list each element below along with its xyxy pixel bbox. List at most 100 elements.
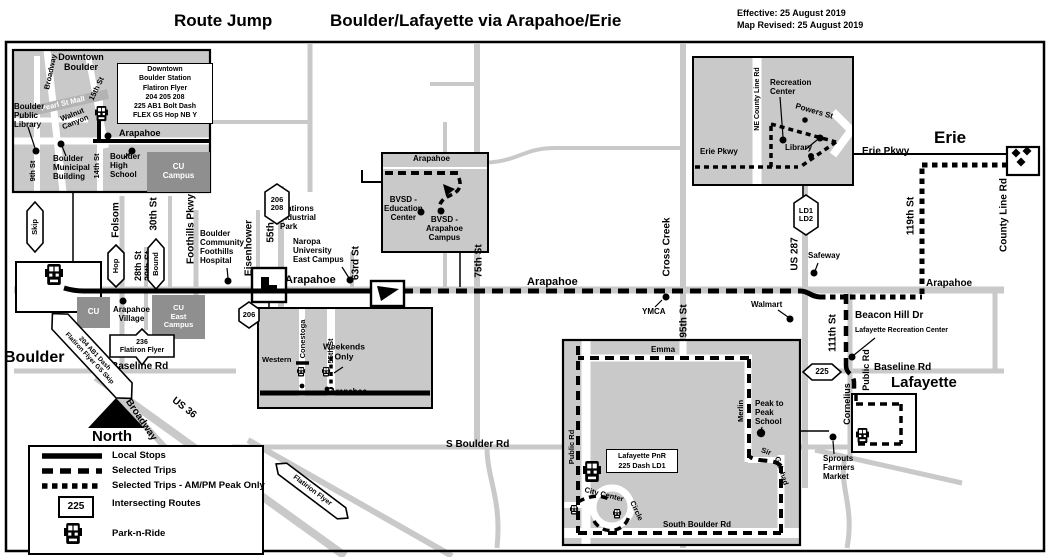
street-arapahoe-weekends: Arapahoe <box>330 387 367 396</box>
erie-inset <box>692 56 857 186</box>
cu-campus-block: CU Campus <box>147 152 210 192</box>
cu-east-campus-block: CU East Campus <box>152 295 205 339</box>
cu-east-campus-label: CU East Campus <box>163 303 194 330</box>
street-us-287: US 287 <box>789 237 801 271</box>
city-lafayette: Lafayette <box>891 374 957 391</box>
55th-station-box <box>250 266 288 304</box>
street-erie-pkwy-inset: Erie Pkwy <box>700 147 738 156</box>
badge-hop: Hop <box>107 244 125 288</box>
street-conestoga: Conestoga <box>297 319 307 359</box>
badge-bound: Bound <box>147 238 165 290</box>
street-arapahoe-bvsd: Arapahoe <box>413 154 450 163</box>
street-30th-st: 30th St <box>148 197 160 231</box>
cu-block: CU <box>77 297 110 328</box>
street-western: Western <box>262 355 292 364</box>
badge-flatiron-flyer-diagonal: Flatirion Flyer <box>270 457 353 525</box>
weekends-icon-2 <box>322 367 331 377</box>
bvsd-inset <box>381 152 489 253</box>
poi-boulder-municipal: Boulder Municipal Building <box>53 154 90 181</box>
north-arrow-icon <box>88 398 144 428</box>
map-title-route: Route Jump <box>174 11 273 30</box>
city-erie: Erie <box>934 128 967 147</box>
lafayette-inset <box>561 338 802 547</box>
legend-225-badge: 225 <box>58 496 94 518</box>
effective-date: Effective: 25 August 2019 <box>737 8 846 18</box>
downtown-station-box: Downtown Boulder Station Flatiron Flyer … <box>117 63 213 124</box>
poi-boulder-public-library: Boulder Public Library <box>14 102 45 129</box>
north-label: North <box>92 428 132 445</box>
legend-item-local-stops: Local Stops <box>112 450 166 461</box>
legend-pnr-icon <box>64 523 82 544</box>
street-cross-creek: Cross Creek <box>661 217 673 277</box>
street-arapahoe-2: Arapahoe <box>527 276 578 288</box>
street-merlin: Merlin <box>735 399 745 423</box>
street-folsom: Folsom <box>110 202 122 238</box>
legend-swatch-selected <box>42 468 102 474</box>
street-beacon-hill-dr: Beacon Hill Dr <box>855 310 924 321</box>
lafayette-pnr-icon <box>583 461 601 482</box>
legend-item-intersecting: Intersecting Routes <box>112 498 201 509</box>
poi-walmart: Walmart <box>751 300 783 309</box>
downtown-station-icon <box>95 106 108 122</box>
street-119th-st: 119th St <box>905 196 917 236</box>
poi-library: Library <box>785 143 813 152</box>
street-public-rd-inset: Public Rd <box>566 429 576 465</box>
legend-swatch-peak <box>42 483 102 489</box>
street-111th-st: 111th St <box>827 314 839 352</box>
note-weekends-only: Weekends Only <box>323 341 365 361</box>
map-title-destination: Boulder/Lafayette via Arapahoe/Erie <box>330 11 622 30</box>
poi-flatirons-industrial-park: Flatirons Industrial Park <box>280 204 317 231</box>
street-emma: Emma <box>651 345 676 354</box>
badge-206-208: 206 208 <box>264 183 290 225</box>
poi-bvsd-education-center: BVSD - Education Center <box>384 195 423 222</box>
lafayette-pnr-label-box: Lafayette PnR 225 Dash LD1 <box>606 449 678 473</box>
poi-hospital: Boulder Community Foothills Hospital <box>200 229 244 265</box>
poi-naropa: Naropa University East Campus <box>293 237 344 264</box>
street-arapahoe-downtown: Arapahoe <box>119 128 161 138</box>
route-lafayette-city-loop <box>576 346 783 535</box>
street-baseline-rd-left: Baseline Rd <box>111 361 169 372</box>
street-95th-st: 95th St <box>678 304 690 338</box>
route-transition-box <box>369 279 406 308</box>
street-baseline-rd-right: Baseline Rd <box>874 362 932 373</box>
poi-lafayette-recreation-center: Lafayette Recreation Center <box>855 327 948 334</box>
street-63rd-st: 63rd St <box>350 246 362 280</box>
street-arapahoe-3: Arapahoe <box>926 278 973 289</box>
weekends-icon-1 <box>297 367 306 377</box>
street-ne-county-line-rd: NE County Line Rd <box>754 67 762 131</box>
street-14th-st: 14th St <box>91 153 101 179</box>
stop-dots <box>32 117 856 441</box>
boulder-pnr-icon <box>45 264 63 285</box>
street-arapahoe-1: Arapahoe <box>285 274 336 286</box>
badge-236-flatiron-flyer: 236 Flatiron Flyer <box>108 328 176 366</box>
legend-item-park-n-ride: Park-n-Ride <box>112 528 166 539</box>
poi-arapahoe-village: Arapahoe Village <box>113 305 150 323</box>
route-lafayette-pnr-loop <box>854 394 903 446</box>
map-border <box>4 40 1046 553</box>
legend-swatch-local <box>42 453 102 459</box>
poi-sprouts: Sprouts Farmers Market <box>823 454 855 481</box>
city-center-icon-1 <box>570 505 579 515</box>
revised-date: Map Revised: 25 August 2019 <box>737 20 864 30</box>
poi-bvsd-arapahoe-campus: BVSD - Arapahoe Campus <box>426 215 463 242</box>
city-boulder: Boulder <box>4 349 65 366</box>
street-s-boulder-rd: S Boulder Rd <box>446 439 510 450</box>
route-local-stops <box>63 285 402 294</box>
street-foothills-pkwy: Foothills Pkwy <box>185 193 197 265</box>
lafayette-box-pnr-icon <box>856 428 869 444</box>
street-cornelius: Cornelius <box>841 383 852 425</box>
street-9th-st: 9th St <box>27 160 37 182</box>
street-75th-st: 75th St <box>473 244 485 278</box>
street-erie-pkwy-main: Erie Pkwy <box>862 146 910 157</box>
badge-skip: Skip <box>26 201 44 253</box>
badge-ld1-ld2: LD1 LD2 <box>793 194 819 236</box>
badge-225: 225 <box>802 363 842 381</box>
poi-recreation-center: Recreation Center <box>770 78 812 96</box>
legend-item-peak-only: Selected Trips - AM/PM Peak Only <box>112 480 265 491</box>
bvsd-loop-arrow <box>443 184 455 196</box>
legend-item-selected-trips: Selected Trips <box>112 465 177 476</box>
street-public-rd-main: Public Rd <box>860 349 871 391</box>
street-county-line-rd: County Line Rd <box>998 178 1010 252</box>
badge-206: 206 <box>238 301 260 329</box>
